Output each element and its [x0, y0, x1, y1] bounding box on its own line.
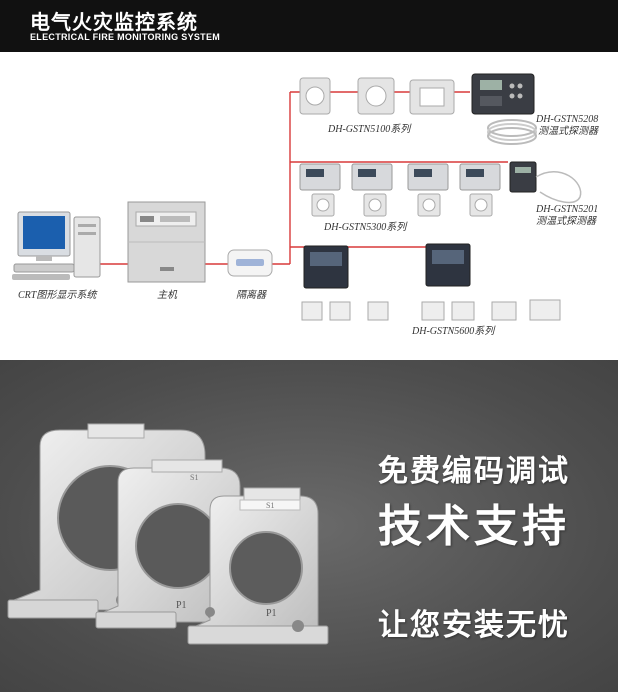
label-series-5100: DH-GSTN5100系列: [328, 124, 411, 135]
label-series-5300: DH-GSTN5300系列: [324, 222, 407, 233]
slogan-tech-support: 技术支持: [378, 501, 570, 552]
label-model-5208-desc: 测温式探测器: [538, 126, 598, 137]
sensors-5100: [299, 77, 455, 115]
label-host: 主机: [157, 290, 177, 301]
detector-5208: [471, 73, 537, 145]
slogan-free-coding: 免费编码调试: [378, 454, 570, 489]
detector-5201: [509, 161, 582, 204]
label-series-5600: DH-GSTN5600系列: [412, 326, 495, 337]
system-diagram: CRT图形显示系统 主机 隔离器 DH-GSTN5100系列 DH-GSTN53…: [0, 52, 618, 360]
label-model-5201-desc: 测温式探测器: [536, 216, 596, 227]
modules-5600: [301, 243, 561, 321]
label-crt: CRT图形显示系统: [18, 290, 97, 301]
page-title: 电气火灾监控系统: [30, 10, 198, 34]
sensor-mark-s1-middle: S1: [190, 473, 199, 482]
label-isolator: 隔离器: [236, 290, 266, 301]
host-cabinet: [127, 201, 206, 283]
modules-5300: [299, 163, 501, 217]
current-transformer-illustration: [7, 423, 329, 645]
sensor-small: [187, 487, 329, 645]
sensor-medium: [95, 459, 241, 629]
sensor-mark-p1-front: P1: [266, 608, 277, 619]
isolator-device: [227, 249, 273, 277]
crt-computer: [12, 211, 101, 280]
sensor-mark-s1-front: S1: [266, 501, 275, 510]
label-model-5208: DH-GSTN5208: [536, 114, 599, 125]
header-banner: 电气火灾监控系统 ELECTRICAL FIRE MONITORING SYST…: [0, 0, 618, 52]
diagram-graphics: [12, 73, 582, 321]
sensor-mark-p1-middle: P1: [176, 600, 187, 611]
label-model-5201: DH-GSTN5201: [536, 204, 599, 215]
page-subtitle: ELECTRICAL FIRE MONITORING SYSTEM: [30, 32, 221, 42]
product-showcase: P1 P1 S1 S1 免费编码调试 技术支持 让您安装无忧: [0, 360, 618, 692]
slogan-worry-free: 让您安装无忧: [378, 608, 570, 643]
